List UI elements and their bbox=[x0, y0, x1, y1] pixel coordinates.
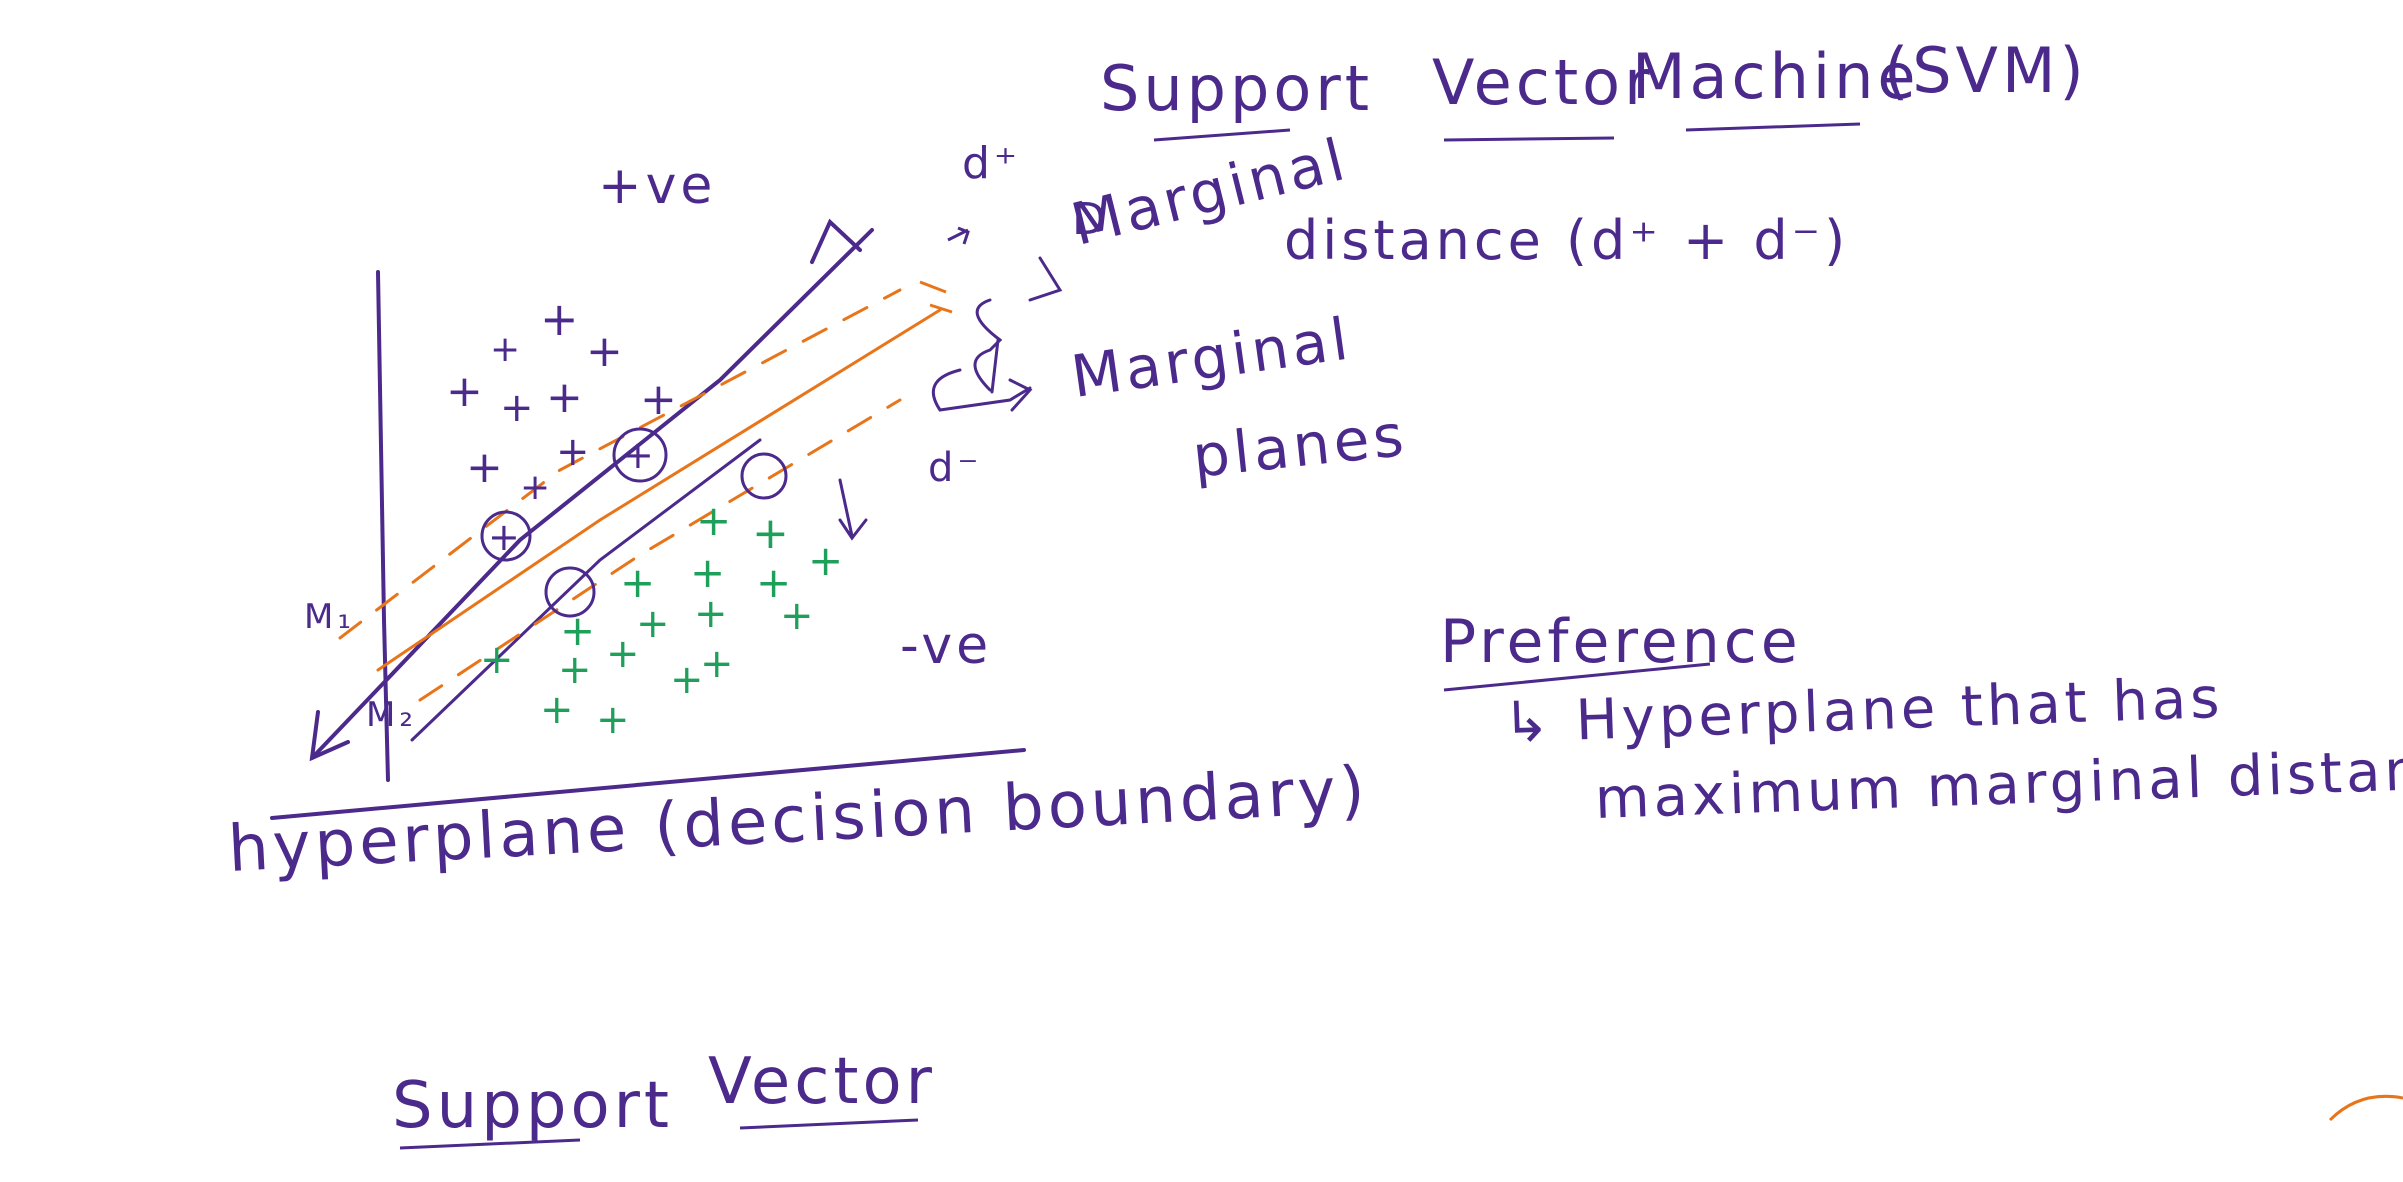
d-plus-label: d⁺ bbox=[962, 138, 1022, 189]
positive-point: + bbox=[586, 326, 623, 377]
marginal-distance-D-label: D bbox=[1072, 194, 1110, 245]
positive-point: + bbox=[500, 385, 534, 431]
negative-point: + bbox=[700, 641, 734, 687]
negative-point: + bbox=[780, 593, 814, 639]
y-axis bbox=[376, 270, 390, 782]
support-vector-circle-2 bbox=[612, 427, 668, 483]
orange-arc-partial bbox=[2328, 1094, 2403, 1122]
negative-point: + bbox=[558, 647, 592, 693]
negative-point: + bbox=[690, 548, 726, 597]
negative-point: + bbox=[620, 558, 656, 607]
orange-marker-near-d bbox=[919, 280, 953, 314]
orange-dashed-plane-bottom bbox=[418, 398, 902, 702]
orange-dashed-plane-top bbox=[338, 288, 902, 640]
x-axis bbox=[270, 748, 1026, 820]
negative-point: + bbox=[596, 697, 630, 743]
orange-solid-plane bbox=[376, 308, 942, 672]
negative-point: + bbox=[756, 558, 792, 607]
hyperplane-arrow-bottom bbox=[309, 710, 350, 762]
positive-point: + bbox=[466, 442, 503, 493]
positive-point: + bbox=[556, 429, 590, 475]
bottom-vector: Vector bbox=[708, 1045, 936, 1119]
positive-point: + bbox=[546, 372, 583, 423]
title-machine: Machine bbox=[1632, 40, 1920, 113]
positive-point: + bbox=[490, 329, 521, 370]
hyperplane-line-2 bbox=[410, 438, 762, 742]
negative-point: + bbox=[752, 508, 789, 559]
support-vector-circle-4 bbox=[740, 452, 788, 500]
bottom-underline-vector bbox=[739, 1118, 919, 1130]
title-support: Support bbox=[1100, 52, 1374, 125]
preference-underline bbox=[1443, 662, 1711, 692]
positive-point: + bbox=[520, 467, 551, 508]
positive-point: + bbox=[622, 433, 654, 477]
down-arrow-green-side bbox=[838, 478, 868, 541]
marginal-planes-arrow bbox=[931, 368, 1033, 412]
negative-point: + bbox=[480, 637, 514, 683]
positive-point: + bbox=[640, 374, 677, 425]
positive-point: + bbox=[540, 292, 579, 346]
positive-region-label: +ve bbox=[598, 156, 717, 216]
m1-label: M₁ bbox=[304, 597, 355, 637]
negative-point: + bbox=[606, 631, 640, 677]
negative-point: + bbox=[696, 496, 732, 545]
m2-label: M₂ bbox=[366, 695, 417, 735]
marginal-distance-bracket bbox=[973, 256, 1063, 394]
title-vector: Vector bbox=[1432, 46, 1654, 119]
positive-point: + bbox=[488, 515, 520, 559]
title-underline-support bbox=[1153, 128, 1291, 142]
hyperplane-line bbox=[310, 228, 874, 760]
title-underline-vector bbox=[1443, 136, 1615, 142]
negative-point: + bbox=[560, 606, 596, 655]
distance-label: distance (d⁺ + d⁻) bbox=[1284, 209, 1850, 272]
d-minus-label: d⁻ bbox=[928, 445, 983, 491]
support-vector-circle-3 bbox=[544, 566, 596, 618]
negative-point: + bbox=[636, 601, 670, 647]
negative-point: + bbox=[694, 591, 728, 637]
hyperplane-arrow-top bbox=[810, 218, 862, 264]
bottom-support: Support bbox=[392, 1069, 673, 1143]
positive-point: + bbox=[446, 366, 483, 417]
negative-point: + bbox=[808, 536, 844, 585]
negative-region-label: -ve bbox=[900, 616, 993, 676]
negative-point: + bbox=[540, 687, 574, 733]
title-underline-machine bbox=[1685, 122, 1861, 132]
negative-point: + bbox=[670, 657, 704, 703]
support-vector-circle-1 bbox=[480, 510, 532, 562]
title-abbr: (SVM) bbox=[1884, 34, 2088, 107]
preference-heading: Preference bbox=[1440, 607, 1802, 677]
bottom-underline-support bbox=[399, 1138, 581, 1150]
d-plus-arrow bbox=[947, 226, 970, 245]
